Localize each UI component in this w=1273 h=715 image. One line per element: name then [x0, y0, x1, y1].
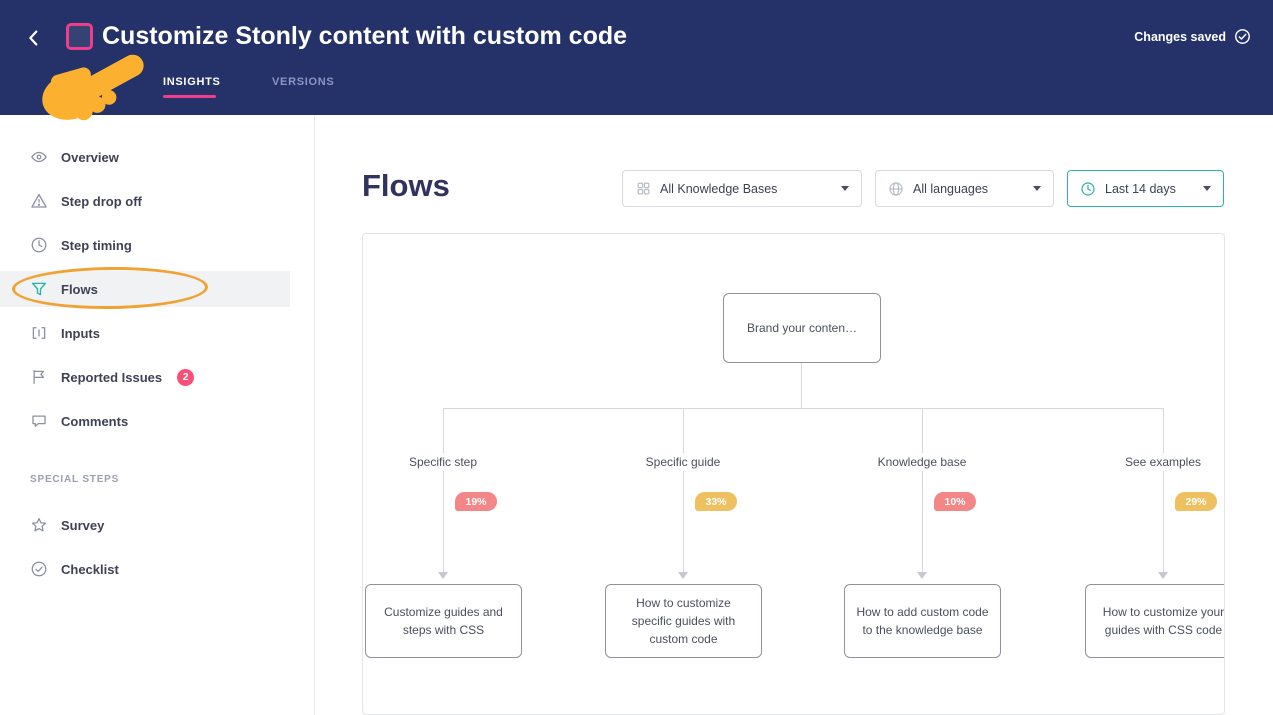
languages-filter-dropdown[interactable]: All languages — [875, 170, 1054, 207]
arrow-down-icon — [678, 572, 688, 579]
sidebar-item-step-drop-off[interactable]: Step drop off — [0, 183, 290, 219]
connector-line — [1163, 408, 1164, 576]
eye-icon — [30, 148, 48, 166]
branch-label: Specific guide — [636, 453, 731, 471]
sidebar-item-label: Reported Issues — [61, 370, 162, 385]
connector-line — [801, 363, 802, 408]
flow-diagram-panel: Brand your conten… Specific step Specifi… — [362, 233, 1225, 715]
branch-label: See examples — [1115, 453, 1211, 471]
branch-percent-badge: 29% — [1175, 492, 1217, 511]
changes-saved-status: Changes saved — [1134, 28, 1251, 45]
branch-percent-badge: 19% — [455, 492, 497, 511]
branch-percent-badge: 33% — [695, 492, 737, 511]
clock-icon — [30, 236, 48, 254]
sidebar-item-step-timing[interactable]: Step timing — [0, 227, 290, 263]
funnel-icon — [30, 280, 48, 298]
sidebar-item-comments[interactable]: Comments — [0, 403, 290, 439]
check-circle-icon — [30, 560, 48, 578]
arrow-down-icon — [1158, 572, 1168, 579]
hand-icon — [30, 42, 150, 122]
sidebar-item-label: Step drop off — [61, 194, 142, 209]
flag-icon — [30, 368, 48, 386]
active-tab-underline — [163, 95, 216, 98]
warning-icon — [30, 192, 48, 210]
arrow-down-icon — [917, 572, 927, 579]
sidebar-item-label: Inputs — [61, 326, 100, 341]
special-steps-section-title: SPECIAL STEPS — [30, 474, 119, 485]
tab-versions[interactable]: VERSIONS — [272, 76, 334, 88]
back-button[interactable] — [20, 24, 48, 52]
flows-page-title: Flows — [362, 168, 450, 204]
connector-line — [922, 408, 923, 576]
star-icon — [30, 516, 48, 534]
sidebar-item-label: Step timing — [61, 238, 132, 253]
inputs-icon — [30, 324, 48, 342]
sidebar-item-reported-issues[interactable]: Reported Issues 2 — [0, 359, 290, 395]
content-doc-icon — [66, 23, 93, 50]
sidebar-item-inputs[interactable]: Inputs — [0, 315, 290, 351]
sidebar-item-overview[interactable]: Overview — [0, 139, 290, 175]
page-title: Customize Stonly content with custom cod… — [102, 22, 627, 51]
sidebar-item-label: Overview — [61, 150, 119, 165]
connector-line — [443, 408, 1163, 409]
caret-down-icon — [1033, 186, 1041, 191]
branch-percent-badge: 10% — [934, 492, 976, 511]
sidebar-item-label: Flows — [61, 282, 98, 297]
caret-down-icon — [1203, 186, 1211, 191]
sidebar-item-label: Checklist — [61, 562, 119, 577]
date-range-filter-dropdown[interactable]: Last 14 days — [1067, 170, 1224, 207]
connector-line — [683, 408, 684, 576]
comment-icon — [30, 412, 48, 430]
changes-saved-label: Changes saved — [1134, 30, 1226, 44]
chevron-left-icon — [23, 27, 45, 49]
sidebar-item-checklist[interactable]: Checklist — [0, 551, 290, 587]
branch-label: Specific step — [399, 453, 487, 471]
filter-value: All languages — [913, 182, 988, 196]
branch-label: Knowledge base — [868, 453, 977, 471]
grid-icon — [635, 181, 651, 197]
caret-down-icon — [841, 186, 849, 191]
filter-value: Last 14 days — [1105, 182, 1176, 196]
knowledge-bases-filter-dropdown[interactable]: All Knowledge Bases — [622, 170, 862, 207]
pointing-hand-graphic — [30, 42, 150, 122]
flow-root-node[interactable]: Brand your conten… — [723, 293, 881, 363]
sidebar-item-label: Survey — [61, 518, 104, 533]
flow-target-node[interactable]: How to customize specific guides with cu… — [605, 584, 762, 658]
check-circle-icon — [1234, 28, 1251, 45]
filter-value: All Knowledge Bases — [660, 182, 777, 196]
flow-target-node[interactable]: How to add custom code to the knowledge … — [844, 584, 1001, 658]
tab-partial[interactable]: R — [97, 76, 106, 88]
globe-icon — [888, 181, 904, 197]
clock-icon — [1080, 181, 1096, 197]
flow-target-node[interactable]: How to customize your guides with CSS co… — [1085, 584, 1225, 658]
flow-target-node[interactable]: Customize guides and steps with CSS — [365, 584, 522, 658]
sidebar-item-survey[interactable]: Survey — [0, 507, 290, 543]
tab-insights[interactable]: INSIGHTS — [163, 76, 221, 88]
arrow-down-icon — [438, 572, 448, 579]
issues-count-badge: 2 — [177, 369, 194, 386]
sidebar: Overview Step drop off Step timing Flows… — [0, 115, 315, 715]
sidebar-item-label: Comments — [61, 414, 128, 429]
header: Customize Stonly content with custom cod… — [0, 0, 1273, 115]
sidebar-item-flows[interactable]: Flows — [0, 271, 290, 307]
connector-line — [443, 408, 444, 576]
